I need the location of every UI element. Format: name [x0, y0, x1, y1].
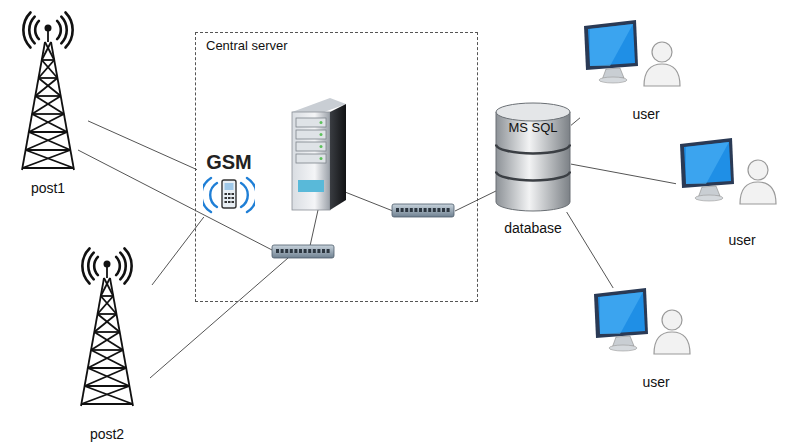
- switch-port: [424, 208, 427, 212]
- switch-port: [285, 249, 288, 253]
- user-node: user: [676, 138, 785, 250]
- connector: [567, 212, 614, 288]
- user-workstation-icon: [580, 20, 690, 110]
- server-icon: [292, 98, 346, 210]
- server-group: Central serverGSM: [195, 32, 478, 302]
- switch-port: [401, 208, 404, 212]
- switch-port: [290, 249, 293, 253]
- user-node: user: [580, 20, 690, 124]
- node-label: database: [504, 220, 562, 236]
- switch-port: [281, 249, 284, 253]
- connector: [88, 121, 197, 170]
- network-switch: [272, 204, 454, 258]
- switch-port: [428, 208, 431, 212]
- user-node: user: [590, 288, 700, 392]
- connector: [152, 217, 204, 285]
- node-label: Central server: [206, 39, 288, 54]
- tower-icon: [8, 8, 88, 173]
- switch-port: [313, 249, 316, 253]
- user-workstation-icon: [590, 288, 700, 378]
- switch-port: [276, 249, 279, 253]
- connector: [571, 118, 580, 126]
- node-label: user: [642, 374, 669, 390]
- gsm-node: GSM: [197, 151, 261, 217]
- switch-port: [437, 208, 440, 212]
- switch-port: [294, 249, 297, 253]
- database-cylinder: [495, 102, 571, 212]
- switch-port: [405, 208, 408, 212]
- switch-port: [447, 208, 450, 212]
- node-label: MS SQL: [508, 121, 557, 136]
- wire: [78, 150, 498, 378]
- gsm-modem-icon: [203, 175, 255, 215]
- node-label: user: [632, 106, 659, 122]
- tower-node: post1: [8, 8, 88, 198]
- tower-icon: [62, 244, 152, 409]
- switch-port: [322, 249, 325, 253]
- switch-port: [410, 208, 413, 212]
- node-label: post2: [90, 426, 124, 442]
- connector: [571, 164, 676, 184]
- switch-port: [299, 249, 302, 253]
- db-node: MS SQLdatabase: [495, 102, 571, 212]
- node-label: user: [728, 232, 755, 248]
- switch-port: [308, 249, 311, 253]
- switch-port: [304, 249, 307, 253]
- node-label: GSM: [206, 151, 252, 174]
- switch-port: [396, 208, 399, 212]
- tower-node: post2: [62, 244, 152, 444]
- switch-port: [317, 249, 320, 253]
- switch-port: [433, 208, 436, 212]
- switch-port: [419, 208, 422, 212]
- switch-port: [327, 249, 330, 253]
- user-workstation-icon: [676, 138, 785, 228]
- switch-port: [414, 208, 417, 212]
- node-label: post1: [31, 180, 65, 196]
- switch-port: [442, 208, 445, 212]
